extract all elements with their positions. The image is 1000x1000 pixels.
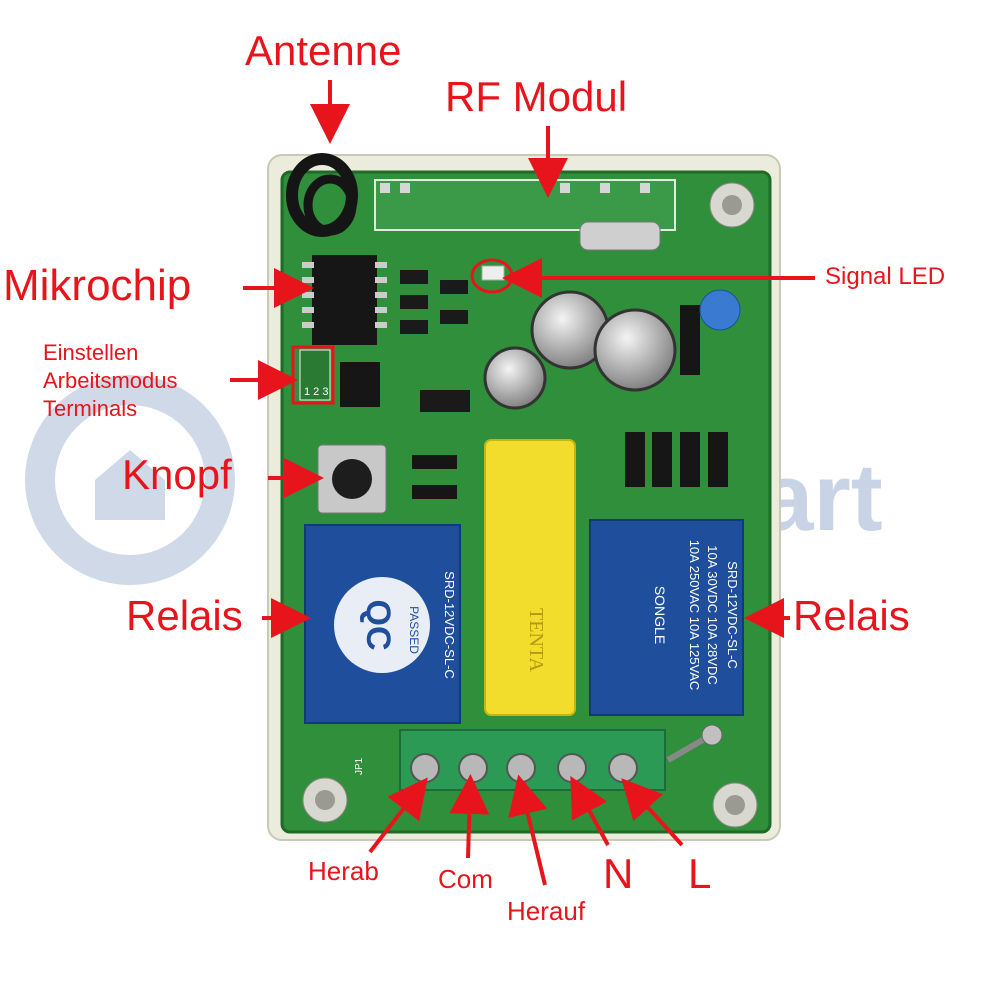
qc-sticker: [334, 577, 430, 673]
label-relais-right: Relais: [793, 592, 910, 639]
label-l: L: [688, 850, 712, 897]
label-herauf: Herauf: [507, 896, 586, 926]
crystal: [579, 221, 661, 251]
label-einstellen-3: Terminals: [43, 396, 138, 421]
antenna-coil: [286, 153, 358, 237]
relay-right-brand: SONGLE: [652, 586, 668, 644]
jp-label: JP1: [354, 757, 365, 775]
qc-sub: PASSED: [407, 606, 421, 654]
x2-capacitor: [484, 439, 576, 716]
label-herab: Herab: [308, 856, 379, 886]
label-n: N: [603, 850, 634, 897]
screw-bottom-right: [712, 782, 758, 828]
signal-led-circle: [470, 258, 514, 294]
relay-right-rating-1: 10A 250VAC 10A 125VAC: [687, 540, 702, 691]
fuse: [666, 724, 723, 763]
signal-led: [481, 265, 505, 281]
relay-right-rating-2: 10A 30VDC 10A 28VDC: [705, 545, 720, 684]
label-antenne: Antenne: [245, 27, 402, 74]
relay-left-model: SRD-12VDC-SL-C: [442, 571, 457, 679]
jumper-label: 1 2 3: [304, 386, 328, 398]
label-com: Com: [438, 864, 493, 894]
screw-top-right: [709, 182, 755, 228]
jumper-highlight-box: [291, 345, 335, 405]
label-rf-modul: RF Modul: [445, 73, 628, 120]
relay-right: [589, 519, 744, 716]
label-knopf: Knopf: [122, 451, 232, 498]
blue-capacitor: [699, 289, 741, 331]
relay-right-model: SRD-12VDC-SL-C: [725, 561, 740, 669]
diode-array: [625, 432, 728, 487]
microchip: [312, 255, 377, 345]
label-einstellen-1: Einstellen: [43, 340, 139, 365]
eeprom-chip: [340, 362, 380, 407]
label-relais-left: Relais: [126, 592, 243, 639]
label-mikrochip: Mikrochip: [3, 261, 192, 310]
screw-bottom-left: [302, 777, 348, 823]
watermark: [25, 375, 235, 585]
label-einstellen-2: Arbeitsmodus: [43, 368, 178, 393]
annotation-arrows: [230, 80, 815, 886]
label-signal-led: Signal LED: [825, 263, 946, 290]
capacitor-2: [593, 308, 677, 392]
capacitor-3: [483, 346, 547, 410]
diode: [680, 305, 700, 375]
qc-text: QC: [359, 600, 397, 651]
capacitor-brand: TENTA: [525, 608, 547, 672]
